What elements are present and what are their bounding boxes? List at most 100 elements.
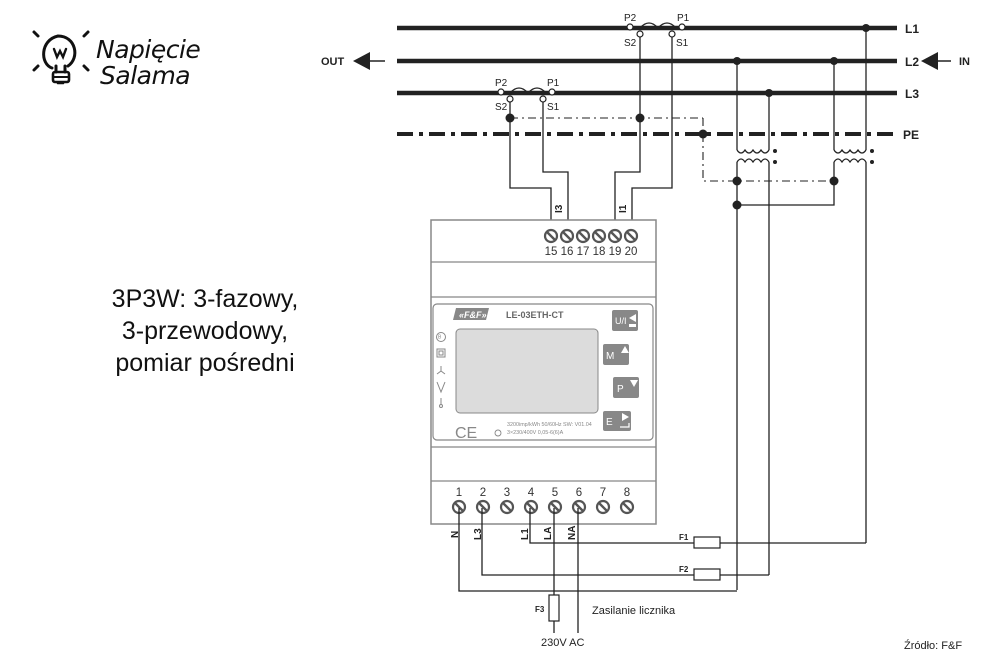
bottom-terminal-3: 3: [499, 487, 515, 515]
ct-l3-p2: P2: [495, 78, 508, 89]
label-f3: F3: [535, 605, 545, 614]
caption-line-2: 3-przewodowy,: [121, 317, 289, 345]
voltage-transformers: [736, 28, 867, 590]
caption-line-1: 3P3W: 3-fazowy,: [111, 285, 299, 313]
label-f1: F1: [679, 533, 689, 542]
ct-l3-s1: S1: [547, 102, 560, 113]
terminal-number: 5: [552, 487, 558, 499]
terminal-number: 15: [545, 246, 558, 258]
fuse-f2: [693, 568, 721, 581]
diagram-caption: 3P3W: 3-fazowy, 3-przewodowy, pomiar poś…: [60, 283, 350, 379]
svg-text:P: P: [617, 384, 624, 395]
ct-l1-p2: P2: [624, 13, 637, 24]
bottom-terminal-8: 8: [619, 487, 635, 515]
terminal-number: 19: [609, 246, 622, 258]
terminal-number: 16: [561, 246, 574, 258]
supply-label: Zasilanie licznika: [592, 605, 676, 617]
svg-text:«F&F»: «F&F»: [459, 310, 487, 320]
ct-l3: P2 P1 S2 S1: [495, 78, 560, 113]
terminal-number: 8: [624, 487, 630, 499]
supply-voltage: 230V AC: [541, 637, 584, 649]
meter-spec-line1: 3200imp/kWh 50/60Hz SW: V01.04: [507, 422, 592, 428]
top-terminal-17: 17: [575, 228, 591, 258]
in-arrow-icon: [921, 52, 951, 70]
label-l1: L1: [905, 22, 919, 36]
logo-line1: Napięcie: [96, 35, 200, 64]
label-na: NA: [567, 526, 578, 540]
meter-model: LE-03ETH-CT: [506, 310, 564, 320]
source-credit: Źródło: F&F: [904, 640, 963, 652]
button-ui[interactable]: U/I: [612, 310, 638, 331]
caption-line-3: pomiar pośredni: [115, 349, 295, 377]
bottom-terminal-2: 2: [475, 487, 491, 515]
label-i1: I1: [618, 204, 629, 213]
top-terminal-20: 20: [623, 228, 639, 258]
button-p[interactable]: P: [613, 377, 639, 398]
double-insulation-icon: [436, 348, 446, 358]
label-out: OUT: [321, 56, 345, 68]
terminal-number: 3: [504, 487, 510, 499]
lightbulb-icon: [32, 30, 90, 85]
brand-logo: «F&F»: [453, 308, 489, 320]
label-i3: I3: [554, 204, 565, 213]
fuse-f3: [548, 594, 560, 622]
led-indicator: [494, 429, 502, 437]
terminal-number: 20: [625, 246, 638, 258]
button-m[interactable]: M: [603, 344, 629, 365]
label-l3-wire: L3: [473, 528, 484, 540]
bottom-terminal-4: 4: [523, 487, 539, 515]
svg-text:B: B: [438, 335, 442, 341]
ct-l1-s1: S1: [676, 38, 689, 49]
terminal-number: 4: [528, 487, 535, 499]
label-la: LA: [543, 527, 554, 540]
meter-bottom-wires: [458, 508, 866, 633]
meter-spec-line2: 3×230/400V 0,05-6(6)A: [507, 430, 564, 436]
terminal-number: 1: [456, 487, 462, 499]
fuse-f1: [693, 536, 721, 549]
vt-polarity-dots: [732, 24, 874, 210]
bus-lines: [397, 25, 897, 136]
ct-wires: [509, 37, 673, 220]
label-in: IN: [959, 56, 970, 68]
top-terminal-15: 15: [543, 228, 559, 258]
ct-l1: P2 P1 S2 S1: [624, 13, 690, 49]
bottom-terminal-block: 1 2 3 4 5 6 7 8: [451, 487, 635, 515]
label-n: N: [450, 531, 461, 538]
energy-meter: «F&F» LE-03ETH-CT B U/I M: [430, 219, 657, 525]
label-l3: L3: [905, 87, 919, 101]
bottom-terminal-5: 5: [547, 487, 563, 515]
top-terminal-19: 19: [607, 228, 623, 258]
svg-text:M: M: [606, 351, 614, 362]
b-class-icon: [436, 332, 446, 342]
terminal-number: 6: [576, 487, 582, 499]
ct-l1-p1: P1: [677, 13, 690, 24]
ce-mark: CE: [455, 425, 477, 442]
label-l2: L2: [905, 55, 919, 69]
ct-l3-p1: P1: [547, 78, 560, 89]
ct-l1-s2: S2: [624, 38, 637, 49]
bottom-terminal-7: 7: [595, 487, 611, 515]
svg-text:E: E: [606, 417, 613, 428]
bottom-terminal-6: 6: [571, 487, 587, 515]
lcd-display: [455, 328, 599, 414]
label-pe: PE: [903, 128, 919, 142]
terminal-number: 2: [480, 487, 486, 499]
voltage-icon: [436, 381, 446, 394]
ct-l3-s2: S2: [495, 102, 508, 113]
terminal-number: 7: [600, 487, 606, 499]
terminal-number: 17: [577, 246, 590, 258]
logo: Napięcie Salama: [32, 30, 201, 90]
terminal-number: 18: [593, 246, 606, 258]
button-e[interactable]: E: [603, 411, 631, 431]
three-phase-icon: [436, 366, 446, 375]
junction-dots: [505, 113, 708, 139]
logo-line2: Salama: [100, 61, 190, 90]
svg-text:U/I: U/I: [615, 316, 627, 326]
top-terminal-18: 18: [591, 228, 607, 258]
out-arrow-icon: [353, 52, 385, 70]
top-terminal-16: 16: [559, 228, 575, 258]
label-f2: F2: [679, 565, 689, 574]
label-l1-wire: L1: [520, 528, 531, 540]
